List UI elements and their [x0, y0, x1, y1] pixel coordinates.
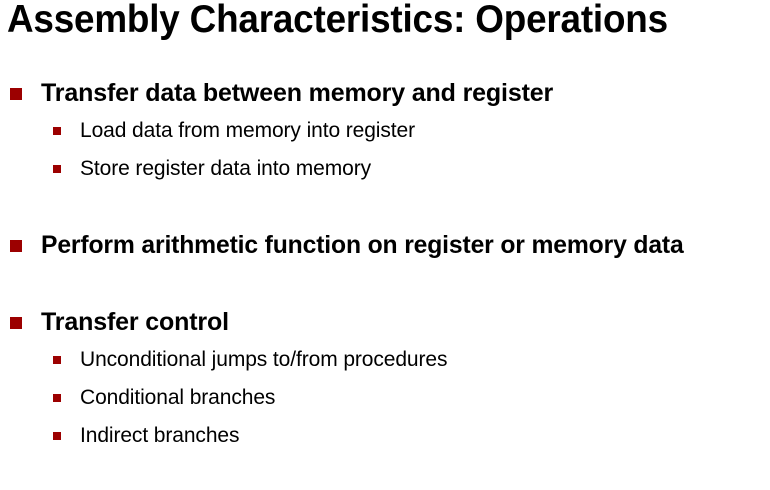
square-bullet-icon	[10, 240, 22, 252]
bullet-text: Conditional branches	[80, 386, 276, 409]
slide-body-content: Transfer data between memory and registe…	[0, 78, 770, 461]
square-bullet-icon	[10, 317, 22, 329]
bullet-item-level1: Transfer data between memory and registe…	[0, 78, 770, 108]
bullet-text: Transfer control	[41, 308, 229, 336]
bullet-text: Store register data into memory	[80, 157, 372, 180]
bullet-item-level2: Load data from memory into register	[0, 118, 770, 144]
bullet-text: Indirect branches	[80, 424, 240, 447]
bullet-item-level2: Conditional branches	[0, 385, 770, 411]
bullet-item-level2: Unconditional jumps to/from procedures	[0, 347, 770, 373]
bullet-item-level2: Store register data into memory	[0, 156, 770, 182]
bullet-text: Transfer data between memory and registe…	[41, 79, 554, 107]
square-bullet-icon	[53, 394, 61, 402]
bullet-text: Load data from memory into register	[80, 119, 415, 142]
bullet-text: Perform arithmetic function on register …	[41, 231, 684, 259]
bullet-text: Unconditional jumps to/from procedures	[80, 348, 448, 371]
slide-title: Assembly Characteristics: Operations	[7, 0, 668, 41]
bullet-item-level1: Transfer control	[0, 307, 770, 337]
square-bullet-icon	[53, 127, 61, 135]
square-bullet-icon	[53, 356, 61, 364]
square-bullet-icon	[53, 165, 61, 173]
square-bullet-icon	[10, 88, 22, 100]
square-bullet-icon	[53, 432, 61, 440]
bullet-item-level2: Indirect branches	[0, 423, 770, 449]
bullet-item-level1: Perform arithmetic function on register …	[0, 230, 770, 260]
